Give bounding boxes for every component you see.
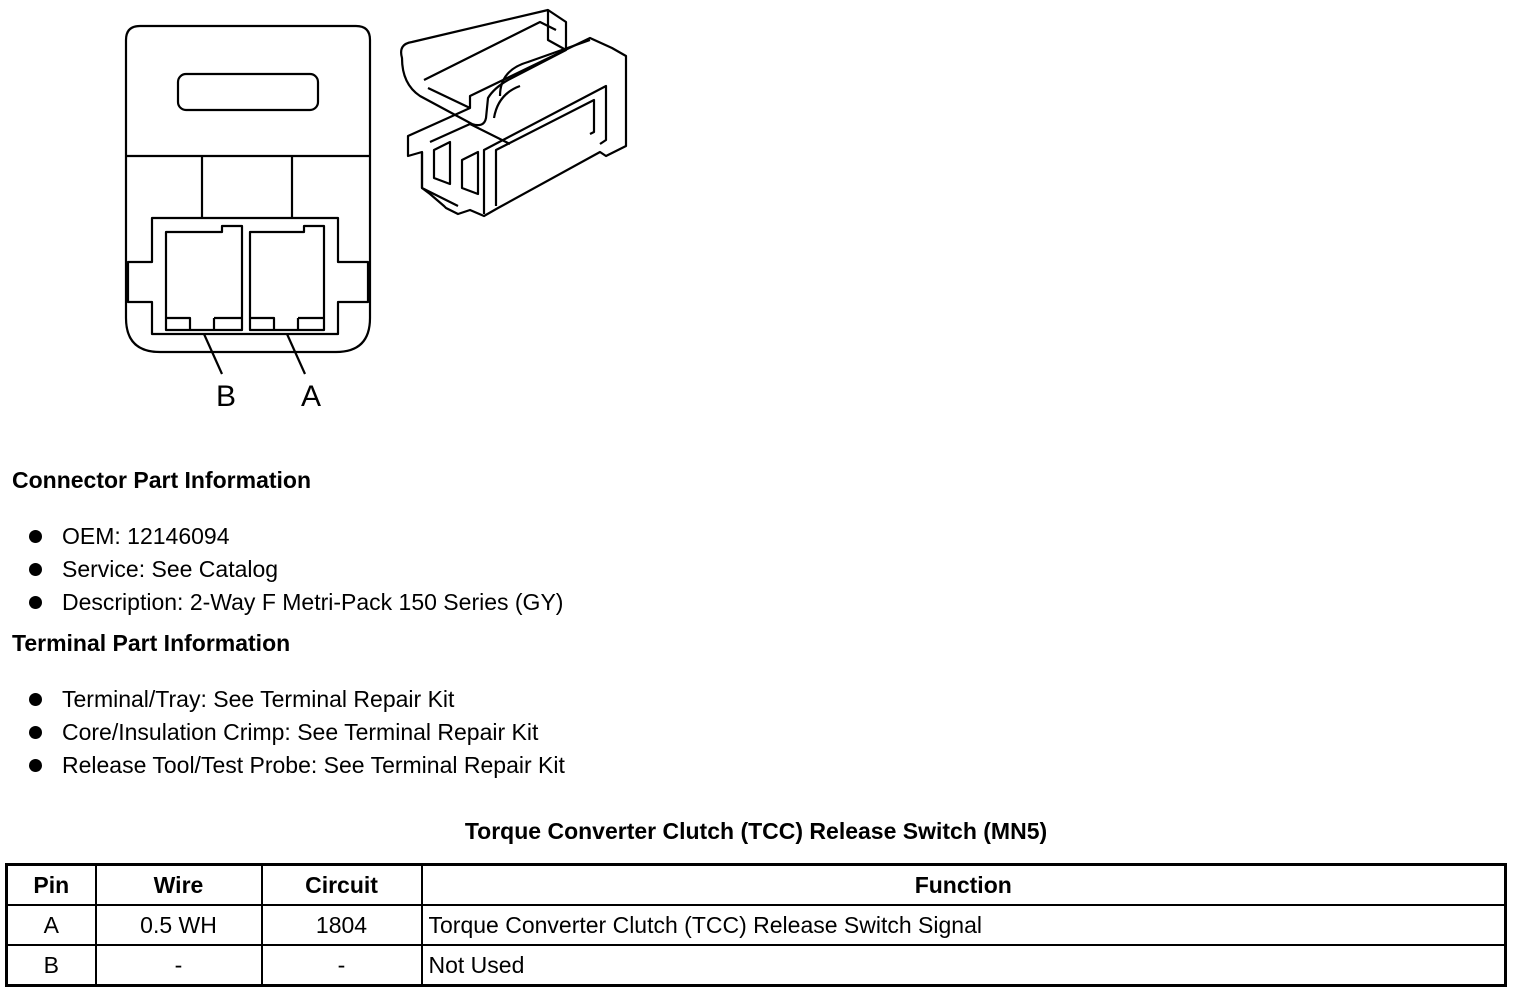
header-circuit: Circuit	[260, 863, 423, 906]
cell-circuit: 1804	[260, 904, 423, 946]
terminal-info-list: Terminal/Tray: See Terminal Repair Kit C…	[28, 683, 565, 782]
pin-table: Pin Wire Circuit Function A 0.5 WH 1804 …	[5, 863, 1507, 987]
table-row: A 0.5 WH 1804 Torque Converter Clutch (T…	[5, 904, 1507, 946]
bullet-icon	[29, 759, 42, 772]
cell-function: Torque Converter Clutch (TCC) Release Sw…	[420, 904, 1507, 946]
cavity-b	[164, 224, 244, 332]
cell-pin: B	[5, 944, 97, 987]
list-item: Core/Insulation Crimp: See Terminal Repa…	[28, 716, 565, 749]
cell-circuit: -	[260, 944, 423, 987]
connector-diagram: B A	[124, 8, 628, 413]
leader-a	[285, 333, 307, 375]
bullet-icon	[29, 596, 42, 609]
cell-wire: -	[94, 944, 263, 987]
bullet-icon	[29, 726, 42, 739]
terminal-item-tray: Terminal/Tray: See Terminal Repair Kit	[62, 686, 455, 712]
cell-wire: 0.5 WH	[94, 904, 263, 946]
bullet-icon	[29, 563, 42, 576]
header-pin: Pin	[5, 863, 97, 906]
table-header-row: Pin Wire Circuit Function	[5, 863, 1507, 906]
connector-section-heading: Connector Part Information	[12, 467, 312, 493]
connector-item-oem: OEM: 12146094	[62, 523, 230, 549]
pin-label-b: B	[216, 380, 236, 413]
list-item: Terminal/Tray: See Terminal Repair Kit	[28, 683, 565, 716]
header-function: Function	[420, 863, 1507, 906]
terminal-item-release-tool: Release Tool/Test Probe: See Terminal Re…	[62, 752, 565, 778]
connector-item-service: Service: See Catalog	[62, 556, 279, 582]
list-item: OEM: 12146094	[28, 520, 563, 553]
connector-info-list: OEM: 12146094 Service: See Catalog Descr…	[28, 520, 563, 619]
terminal-section-heading: Terminal Part Information	[12, 630, 291, 656]
bullet-icon	[29, 693, 42, 706]
header-wire: Wire	[94, 863, 263, 906]
connector-iso-view	[400, 8, 628, 218]
leader-b	[202, 333, 224, 375]
pin-label-a: A	[301, 380, 321, 413]
connector-item-description: Description: 2-Way F Metri-Pack 150 Seri…	[62, 589, 564, 615]
list-item: Release Tool/Test Probe: See Terminal Re…	[28, 749, 565, 782]
bullet-icon	[29, 530, 42, 543]
connector-face-view	[124, 24, 372, 375]
terminal-item-crimp: Core/Insulation Crimp: See Terminal Repa…	[62, 719, 539, 745]
table-row: B - - Not Used	[5, 944, 1507, 987]
label-window	[176, 72, 320, 112]
list-item: Description: 2-Way F Metri-Pack 150 Seri…	[28, 586, 563, 619]
cavity-a	[248, 224, 326, 332]
list-item: Service: See Catalog	[28, 553, 563, 586]
cell-function: Not Used	[420, 944, 1507, 987]
pin-table-title: Torque Converter Clutch (TCC) Release Sw…	[464, 818, 1048, 844]
cell-pin: A	[5, 904, 97, 946]
